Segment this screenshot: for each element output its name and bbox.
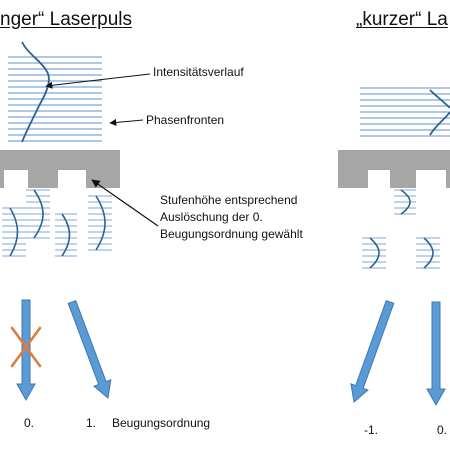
- left-order-first: 1.: [86, 416, 97, 430]
- right-title: „kurzer“ La: [356, 9, 448, 30]
- partial-intensity-curve: [400, 189, 411, 215]
- grating-tooth: [390, 170, 416, 188]
- partial-intensity-curve: [61, 213, 71, 257]
- grating-tooth: [446, 170, 450, 188]
- left-incoming-phase-fronts: [8, 56, 102, 142]
- left-partial-waves: [2, 189, 112, 257]
- partial-intensity-curve: [369, 237, 380, 269]
- grating-bar: [0, 150, 120, 170]
- first-order-arrow: [67, 299, 112, 399]
- step-height-line-1: Stufenhöhe entsprechend: [160, 193, 298, 207]
- grating-tooth: [0, 170, 4, 188]
- right-grating: [338, 150, 450, 188]
- grating-bar: [338, 150, 450, 170]
- suppressed-zero-order-cross: [10, 326, 42, 368]
- left-grating: [0, 150, 120, 188]
- right-partial-waves: [362, 189, 440, 269]
- intensity-pointer-arrow: [45, 73, 151, 89]
- minus-first-order-arrow: [350, 300, 395, 403]
- left-order-zero: 0.: [24, 416, 35, 430]
- partial-intensity-curve: [9, 207, 19, 257]
- grating-tooth: [338, 170, 368, 188]
- zero-order-arrow: [426, 301, 446, 407]
- right-output-arrows: [350, 300, 446, 407]
- intensity-label: Intensitätsverlauf: [153, 65, 244, 79]
- right-order-zero: 0.: [437, 423, 448, 437]
- zero-order-arrow: [16, 299, 36, 402]
- left-output-arrows: [16, 299, 112, 402]
- right-incoming-phase-fronts: [360, 87, 450, 137]
- phase-fronts-pointer-arrow: [109, 118, 144, 126]
- partial-intensity-curve: [33, 189, 44, 239]
- step-height-pointer-arrow: [91, 179, 159, 227]
- diffraction-order-caption: Beugungsordnung: [112, 416, 211, 430]
- grating-tooth: [86, 170, 120, 188]
- right-incoming-intensity-curve: [429, 89, 450, 136]
- partial-intensity-curve: [95, 195, 106, 251]
- step-height-line-2: Auslöschung der 0.: [160, 210, 263, 224]
- right-order-minus-one: -1.: [364, 423, 379, 437]
- grating-tooth: [28, 170, 58, 188]
- step-height-line-3: Beugungsordnung gewählt: [160, 227, 303, 241]
- phase-fronts-label: Phasenfronten: [146, 113, 225, 127]
- partial-intensity-curve: [423, 237, 434, 269]
- left-title: nger“ Laserpuls: [0, 9, 133, 30]
